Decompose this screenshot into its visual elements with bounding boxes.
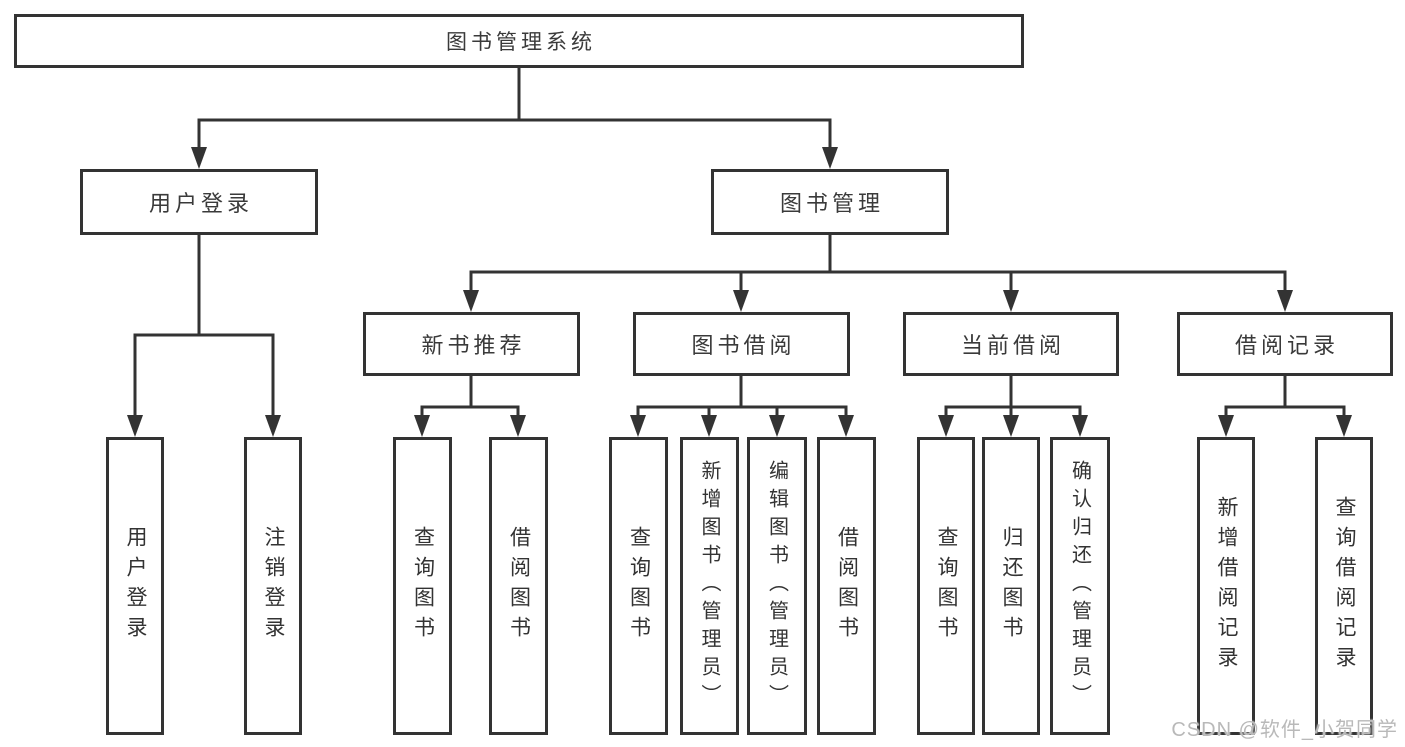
node-current-borrowing: 当前借阅 bbox=[903, 312, 1119, 376]
node-book-management: 图书管理 bbox=[711, 169, 949, 235]
leaf-newbook-query-books: 查询图书 bbox=[393, 437, 452, 735]
leaf-borrowing-add-books-admin: 新增图书（管理员） bbox=[680, 437, 739, 735]
leaf-current-query-books: 查询图书 bbox=[917, 437, 975, 735]
leaf-borrowing-query-books: 查询图书 bbox=[609, 437, 668, 735]
leaf-borrowing-edit-books-admin: 编辑图书（管理员） bbox=[747, 437, 807, 735]
leaf-records-add-borrow-record: 新增借阅记录 bbox=[1197, 437, 1255, 735]
leaf-records-query-borrow-record: 查询借阅记录 bbox=[1315, 437, 1373, 735]
arrowheads bbox=[127, 147, 1352, 437]
leaf-newbook-borrow-books: 借阅图书 bbox=[489, 437, 548, 735]
leaf-user-login: 用户登录 bbox=[106, 437, 164, 735]
node-book-borrowing: 图书借阅 bbox=[633, 312, 850, 376]
node-user-login: 用户登录 bbox=[80, 169, 318, 235]
leaf-current-return-books: 归还图书 bbox=[982, 437, 1040, 735]
node-root-system: 图书管理系统 bbox=[14, 14, 1024, 68]
leaf-borrowing-borrow-books: 借阅图书 bbox=[817, 437, 876, 735]
leaf-current-confirm-return-admin: 确认归还（管理员） bbox=[1050, 437, 1110, 735]
leaf-logout: 注销登录 bbox=[244, 437, 302, 735]
node-borrowing-records: 借阅记录 bbox=[1177, 312, 1393, 376]
node-new-book-recommendation: 新书推荐 bbox=[363, 312, 580, 376]
csdn-watermark: CSDN @软件_小贺同学 bbox=[1171, 719, 1398, 741]
